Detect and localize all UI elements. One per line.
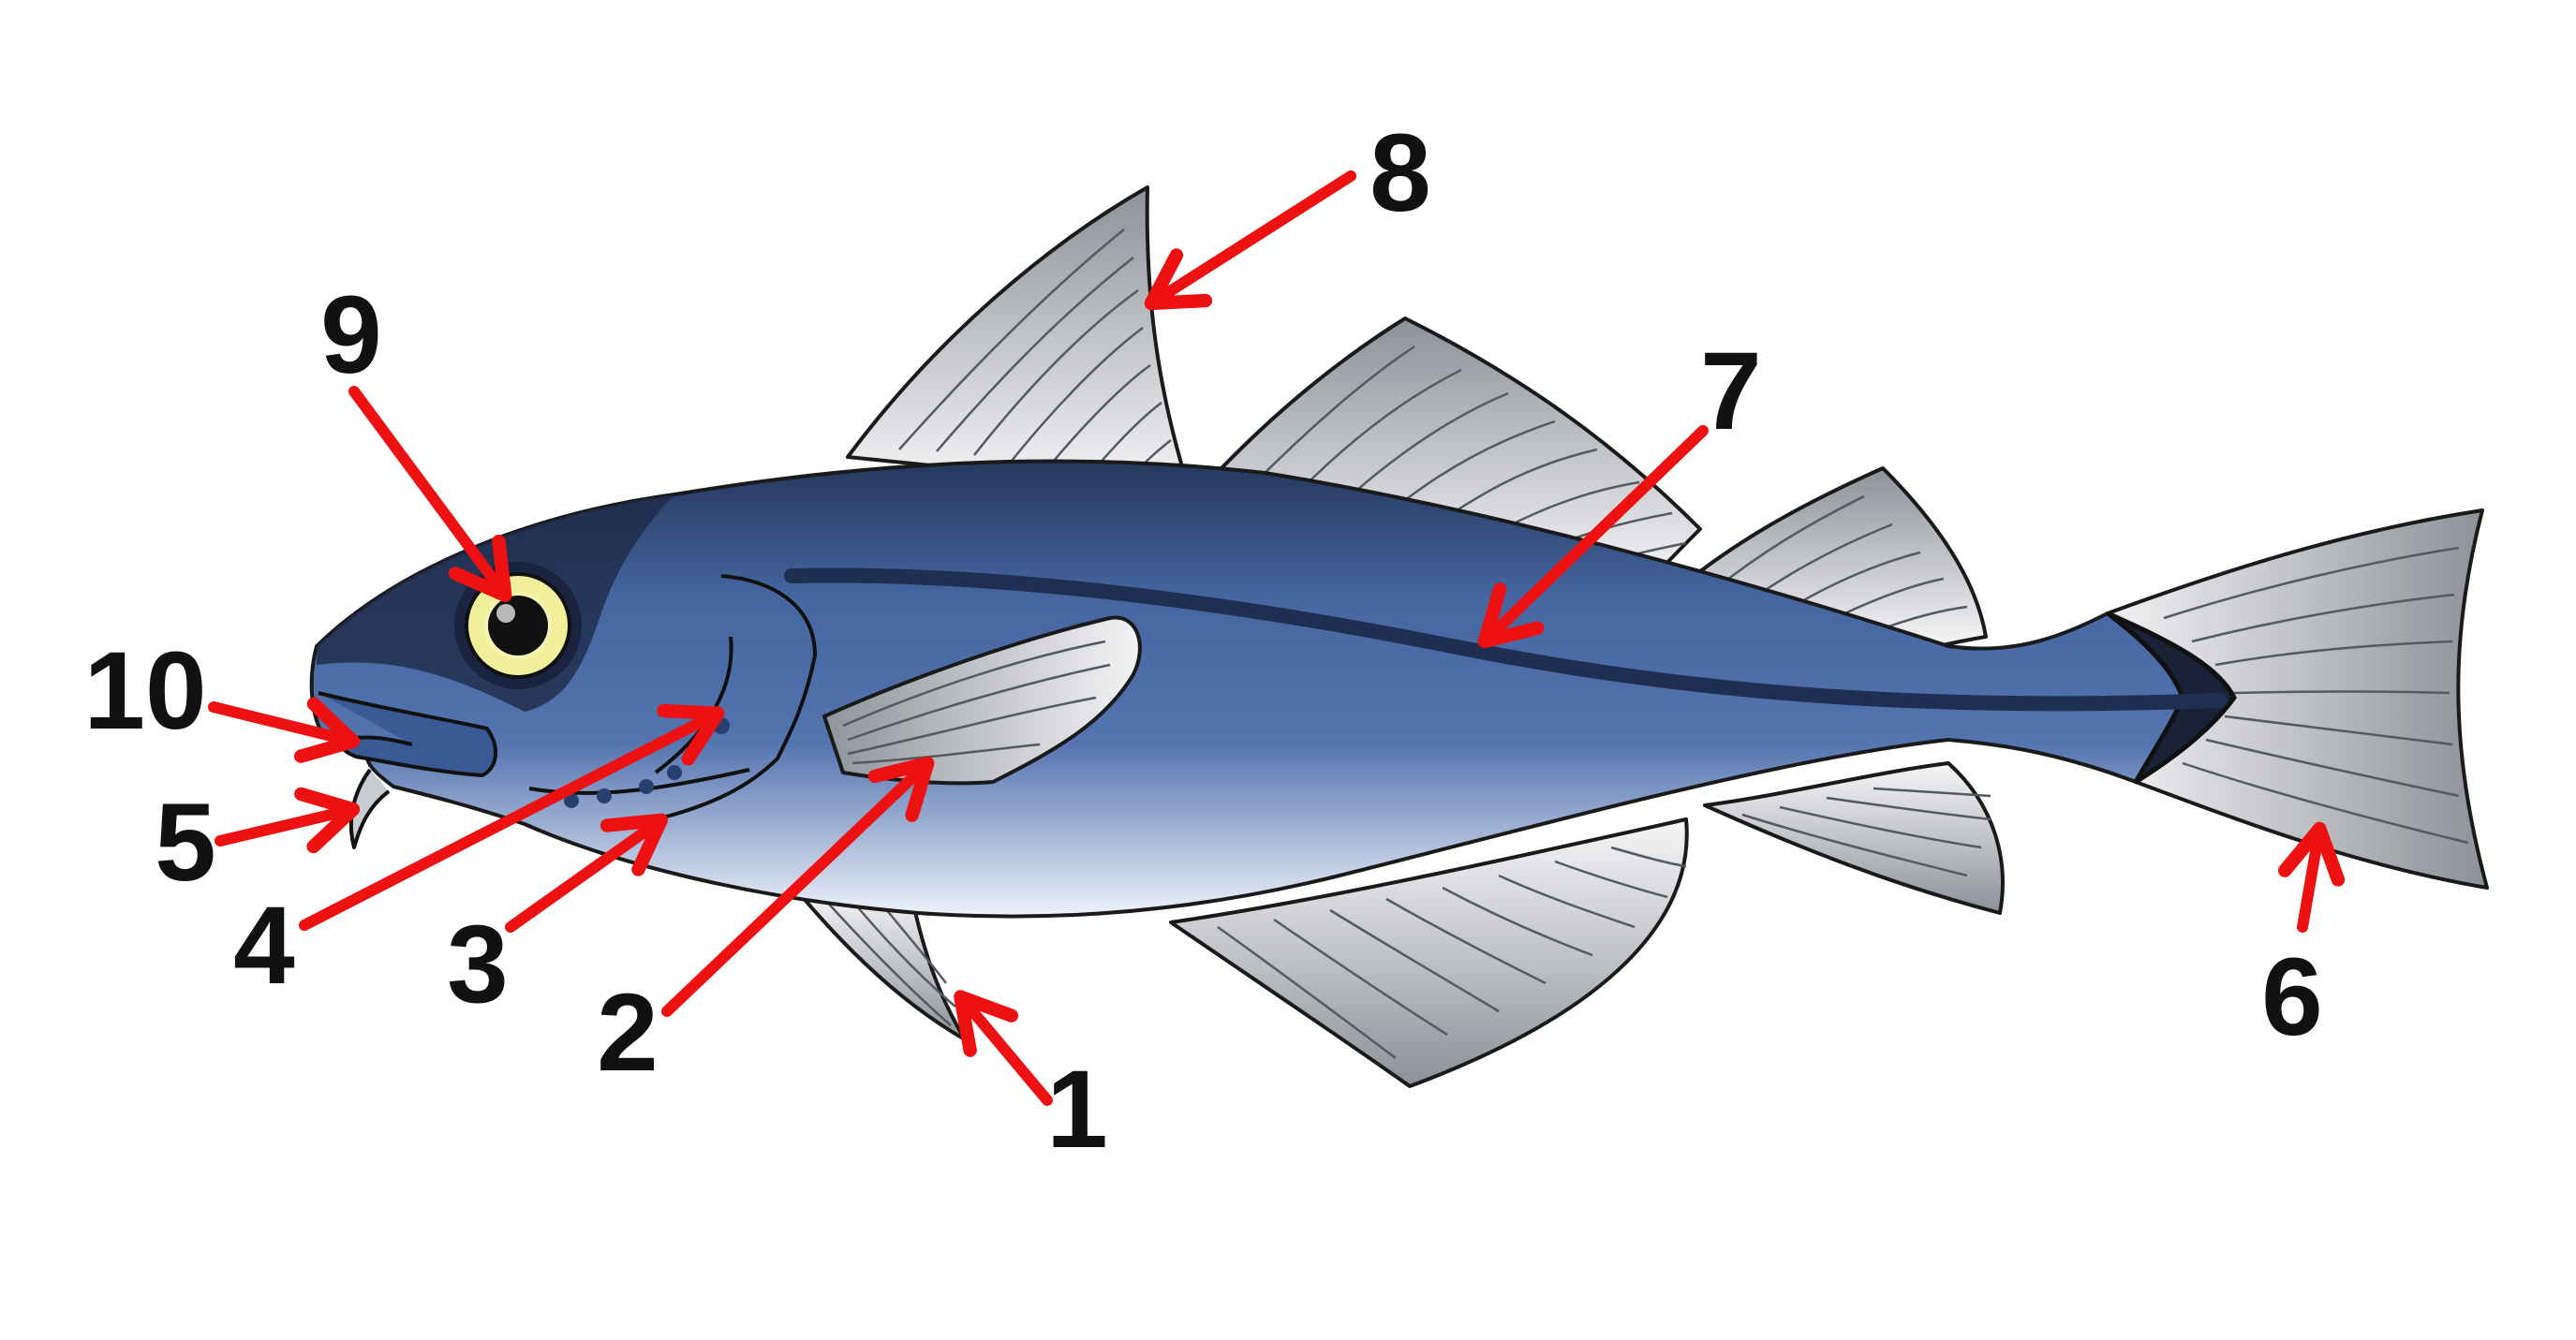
arrow-7 xyxy=(1477,425,1709,649)
operculum-outline xyxy=(655,574,818,821)
first-anal-fin xyxy=(1169,817,1689,1088)
callout-label-10: 10 xyxy=(83,629,206,753)
callout-label-8: 8 xyxy=(1369,111,1431,235)
arrow-9 xyxy=(348,386,512,602)
first-dorsal-fin-rays xyxy=(898,228,1172,480)
pelvic-fin-rays xyxy=(823,898,956,1026)
arrow-6 xyxy=(2278,821,2346,933)
first-dorsal-fin xyxy=(846,185,1192,493)
lateral-line xyxy=(784,567,2228,712)
callout-label-7: 7 xyxy=(1700,330,1762,453)
callout-arrows xyxy=(208,170,2346,1106)
callout-label-5: 5 xyxy=(155,781,216,905)
eye xyxy=(454,562,582,689)
arrow-3 xyxy=(505,813,669,933)
barbel xyxy=(348,768,391,849)
second-anal-fin-rays xyxy=(1741,787,1991,877)
callout-label-9: 9 xyxy=(320,273,382,397)
arrow-5 xyxy=(215,787,361,854)
arrow-4 xyxy=(299,703,725,931)
callout-label-1: 1 xyxy=(1046,1048,1108,1171)
callout-label-2: 2 xyxy=(597,971,659,1095)
callout-label-6: 6 xyxy=(2261,935,2323,1059)
arrow-10 xyxy=(208,697,361,763)
first-anal-fin-rays xyxy=(1217,846,1687,1060)
arrow-8 xyxy=(1144,170,1356,311)
arrow-2 xyxy=(661,756,935,1017)
head-pores xyxy=(564,717,730,808)
callout-label-4: 4 xyxy=(233,884,295,1008)
caudal-fin-rays xyxy=(2163,546,2469,845)
second-anal-fin xyxy=(1703,761,2005,915)
second-dorsal-fin xyxy=(1202,317,1702,587)
arrow-1 xyxy=(954,990,1053,1106)
callout-labels: 1 2 3 4 5 6 7 8 9 10 xyxy=(83,111,2322,1171)
callout-label-3: 3 xyxy=(447,903,509,1026)
